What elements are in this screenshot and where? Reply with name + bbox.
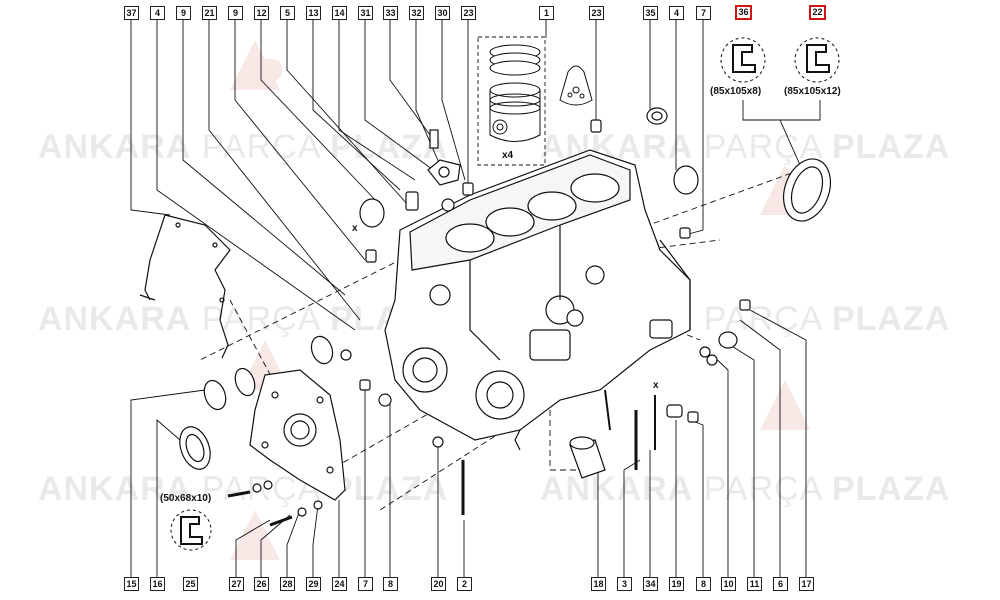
callout-17: 17	[799, 577, 814, 591]
callout-32: 32	[409, 6, 424, 20]
callout-10: 10	[721, 577, 736, 591]
callout-24: 24	[332, 577, 347, 591]
callout-13: 13	[306, 6, 321, 20]
mark-x-label: x	[352, 223, 358, 234]
callout-28: 28	[280, 577, 295, 591]
callout-18: 18	[591, 577, 606, 591]
callout-1: 1	[539, 6, 554, 20]
callout-8: 8	[696, 577, 711, 591]
callout-6: 6	[773, 577, 788, 591]
callout-23: 23	[461, 6, 476, 20]
logo-watermark-icon	[230, 510, 280, 560]
callout-20: 20	[431, 577, 446, 591]
seal-22-dimensions: (85x105x12)	[784, 86, 841, 97]
callout-35: 35	[643, 6, 658, 20]
callout-23: 23	[589, 6, 604, 20]
callout-36-highlighted: 36	[735, 5, 752, 20]
callout-29: 29	[306, 577, 321, 591]
callout-22-highlighted: 22	[809, 5, 826, 20]
callout-27: 27	[229, 577, 244, 591]
callout-4: 4	[669, 6, 684, 20]
logo-watermark-icon	[760, 380, 810, 430]
callout-21: 21	[202, 6, 217, 20]
callout-9: 9	[176, 6, 191, 20]
callout-14: 14	[332, 6, 347, 20]
callout-7: 7	[358, 577, 373, 591]
callout-7: 7	[696, 6, 711, 20]
timing-cover-gasket	[139, 214, 231, 359]
callout-33: 33	[383, 6, 398, 20]
callout-5: 5	[280, 6, 295, 20]
callout-16: 16	[150, 577, 165, 591]
callout-19: 19	[669, 577, 684, 591]
callout-15: 15	[124, 577, 139, 591]
callout-37: 37	[124, 6, 139, 20]
callout-34: 34	[643, 577, 658, 591]
callout-3: 3	[617, 577, 632, 591]
callout-31: 31	[358, 6, 373, 20]
callout-11: 11	[747, 577, 762, 591]
piston-quantity-label: x4	[502, 150, 514, 161]
callout-4: 4	[150, 6, 165, 20]
callout-30: 30	[435, 6, 450, 20]
callout-8: 8	[383, 577, 398, 591]
callout-26: 26	[254, 577, 269, 591]
watermark: ANKARA PARÇA PLAZA	[38, 128, 449, 166]
seal-36-dimensions: (85x105x8)	[710, 86, 762, 97]
seal-25-dimensions: (50x68x10)	[160, 493, 212, 504]
watermark: ANKARA PARÇA PLAZA	[540, 470, 951, 508]
callout-12: 12	[254, 6, 269, 20]
callout-2: 2	[457, 577, 472, 591]
callout-9: 9	[228, 6, 243, 20]
callout-25: 25	[183, 577, 198, 591]
mark-x-label: x	[653, 380, 659, 391]
logo-watermark-icon	[230, 40, 282, 90]
